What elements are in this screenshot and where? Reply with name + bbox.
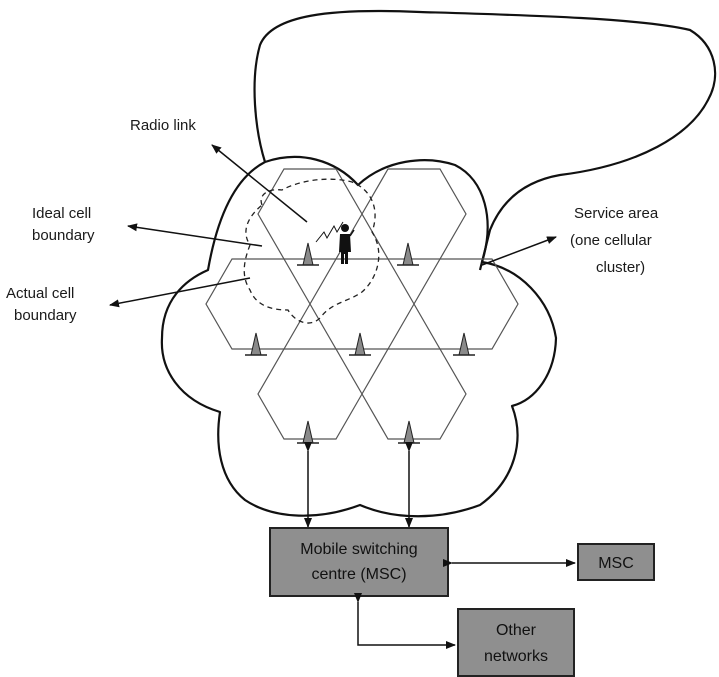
service-area-label-1: Service area (574, 205, 659, 222)
msc-other-label: MSC (598, 555, 634, 572)
service-area-label-2: (one cellular (570, 232, 652, 249)
actual-cell-arrow (109, 277, 251, 308)
radio-link-zigzag (315, 221, 344, 243)
cell-grid (205, 168, 519, 440)
radio-link-label: Radio link (130, 117, 196, 134)
mobile-user-icon (339, 224, 355, 264)
msc-main-line1: Mobile switching (300, 541, 417, 558)
cell-hex (413, 258, 519, 350)
other-networks-box (457, 608, 575, 677)
cell-hex (361, 168, 467, 260)
tower-icon (245, 332, 267, 356)
cell-hex (309, 258, 415, 350)
msc-main-line2: centre (MSC) (311, 566, 406, 583)
service-area-outline (253, 9, 717, 271)
service-area-label-3: cluster) (596, 259, 645, 276)
actual-cell-label-1: Actual cell (6, 285, 74, 302)
service-area-arrow (481, 236, 557, 266)
actual-cell-label-2: boundary (14, 307, 77, 324)
tower-icon (453, 332, 475, 356)
cell-hex (361, 348, 467, 440)
msc-main-box (269, 527, 449, 597)
ideal-cell-label-1: Ideal cell (32, 205, 91, 222)
tower-icon (297, 420, 319, 444)
ideal-cell-arrow (127, 223, 263, 247)
msc-other-box (577, 543, 655, 581)
network-link-arrow (354, 593, 456, 649)
tower-icon (297, 242, 319, 266)
cluster-outline (160, 155, 558, 518)
tower-icon (398, 420, 420, 444)
radio-link-arrow (211, 144, 308, 223)
tower-icon (397, 242, 419, 266)
other-networks-line2: networks (484, 648, 548, 665)
cell-towers (245, 242, 475, 444)
cell-hex (257, 348, 363, 440)
actual-cell-boundary (243, 178, 380, 324)
tower-icon (349, 332, 371, 356)
cell-hex (205, 258, 311, 350)
ideal-cell-label-2: boundary (32, 227, 95, 244)
other-networks-line1: Other (496, 622, 537, 639)
